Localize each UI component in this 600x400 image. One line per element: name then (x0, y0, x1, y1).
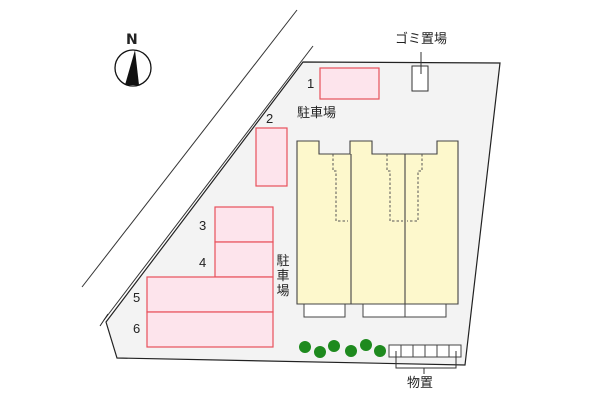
parking-number-1: 1 (307, 76, 315, 91)
parking-number-4: 4 (199, 255, 207, 270)
building (296, 140, 459, 318)
garbage-area-label: ゴミ置場 (395, 32, 448, 47)
parking-space-5 (146, 276, 274, 313)
compass-icon (114, 49, 152, 87)
storage-label: 物置 (407, 376, 434, 391)
parking-number-3: 3 (199, 218, 207, 233)
parking-space-3 (214, 206, 274, 243)
parking-number-5: 5 (133, 290, 141, 305)
road-line-outer (81, 9, 298, 288)
parking-space-6 (146, 311, 274, 348)
parking-space-2 (255, 127, 288, 187)
compass-north-label: N (126, 32, 138, 48)
garbage-area (411, 65, 429, 92)
parking-space-4 (214, 241, 274, 278)
storage-units (388, 344, 462, 358)
parking-label-side: 駐車場 (276, 254, 290, 299)
parking-number-2: 2 (266, 111, 274, 126)
parking-space-1 (319, 67, 380, 100)
trees (299, 339, 386, 358)
road-line-inner (103, 45, 314, 321)
parking-label-top: 駐車場 (297, 106, 337, 121)
parking-number-6: 6 (133, 321, 141, 336)
